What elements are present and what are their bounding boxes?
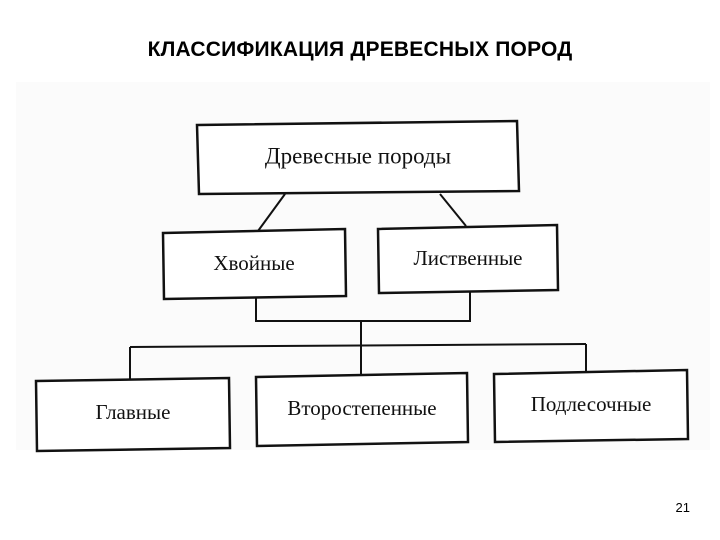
- slide-title: КЛАССИФИКАЦИЯ ДРЕВЕСНЫХ ПОРОД: [147, 38, 573, 61]
- connector-bus: [129, 343, 587, 348]
- node-label-root: Древесные породы: [265, 143, 451, 168]
- box-coniferous: [161, 227, 348, 301]
- box-deciduous: [376, 223, 560, 295]
- node-label-coniferous: Хвойные: [213, 251, 294, 275]
- box-secondary: [254, 371, 470, 448]
- diagram-boxes: [34, 119, 690, 453]
- box-undergrowth: [492, 368, 690, 444]
- box-main: [34, 376, 232, 453]
- connector-lines: [129, 193, 587, 380]
- box-root: [195, 119, 521, 196]
- connector-root-to-deciduous: [439, 193, 467, 227]
- node-label-deciduous: Лиственные: [414, 246, 523, 270]
- node-label-undergrowth: Подлесочные: [531, 392, 652, 416]
- node-label-secondary: Второстепенные: [287, 396, 436, 420]
- connector-level1-bracket: [255, 292, 471, 322]
- connector-root-to-coniferous: [257, 193, 286, 232]
- node-label-main: Главные: [96, 400, 171, 424]
- slide-page-number: 21: [675, 500, 690, 515]
